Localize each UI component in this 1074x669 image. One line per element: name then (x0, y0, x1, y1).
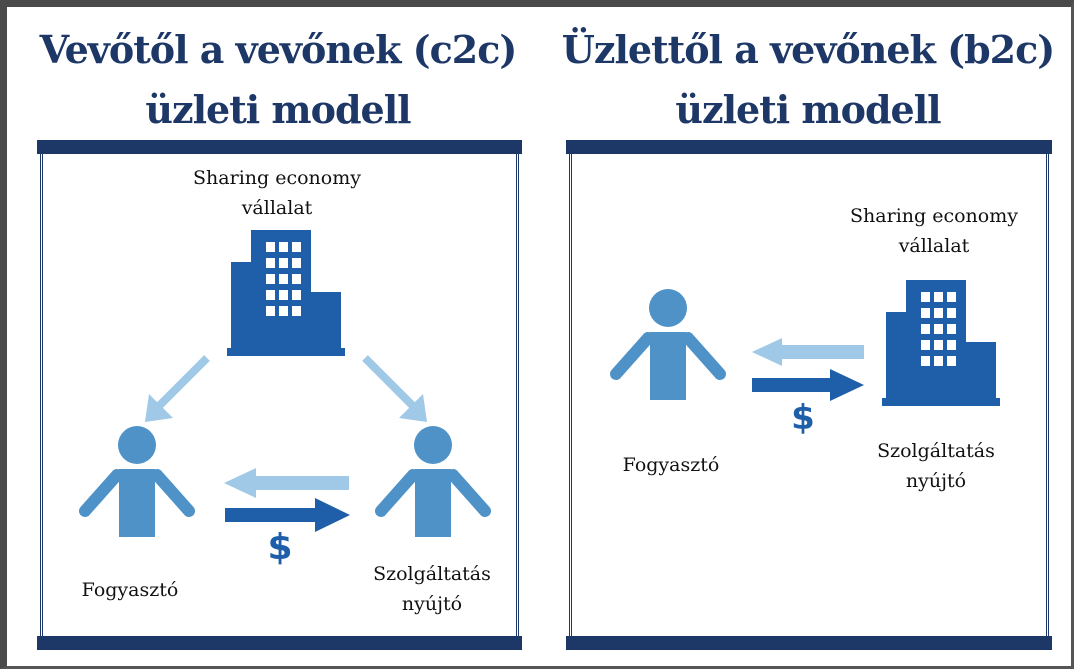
panel-left-border (40, 154, 43, 636)
provider-label-line1: Szolgáltatás (877, 440, 995, 462)
service-arrow-left-icon (224, 468, 349, 498)
company-label-line2: vállalat (241, 197, 313, 219)
b2c-panel: Sharing economy vállalat $ Fogyasztó Szo… (566, 140, 1052, 650)
dollar-icon: $ (267, 527, 293, 568)
consumer-label: Fogyasztó (622, 454, 720, 476)
payment-arrow-right-icon (752, 369, 864, 401)
service-arrow-left-icon (752, 338, 864, 366)
dollar-icon: $ (791, 398, 815, 438)
panel-left-border (569, 154, 572, 636)
consumer-person-icon (610, 289, 726, 400)
provider-label-line1: Szolgáltatás (373, 563, 491, 585)
right-title-line2: üzleti modell (675, 87, 941, 132)
panel-right-border (516, 154, 519, 636)
consumer-person-icon (79, 426, 195, 537)
payment-arrow-right-icon (225, 498, 350, 532)
panel-top-bar (566, 140, 1052, 154)
panel-right-border (1046, 154, 1049, 636)
panel-bottom-bar (37, 636, 522, 650)
provider-label-line2: nyújtó (401, 593, 463, 615)
arrow-to-consumer-icon (145, 355, 210, 422)
company-building-icon (882, 280, 1000, 406)
panel-top-bar (37, 140, 522, 154)
panel-bottom-bar (566, 636, 1052, 650)
arrow-to-provider-icon (362, 355, 427, 422)
company-label-line1: Sharing economy (193, 167, 361, 189)
c2c-panel: Sharing economy vállalat (37, 140, 522, 650)
company-building-icon (227, 230, 345, 356)
consumer-label: Fogyasztó (81, 579, 179, 601)
left-title-line2: üzleti modell (145, 87, 411, 132)
provider-label-line2: nyújtó (905, 470, 967, 492)
left-title-line1: Vevőtől a vevőnek (c2c) (39, 27, 518, 72)
right-title-line1: Üzlettől a vevőnek (b2c) (561, 27, 1055, 72)
company-label-line2: vállalat (898, 235, 970, 257)
company-label-line1: Sharing economy (850, 205, 1018, 227)
provider-person-icon (375, 426, 491, 537)
